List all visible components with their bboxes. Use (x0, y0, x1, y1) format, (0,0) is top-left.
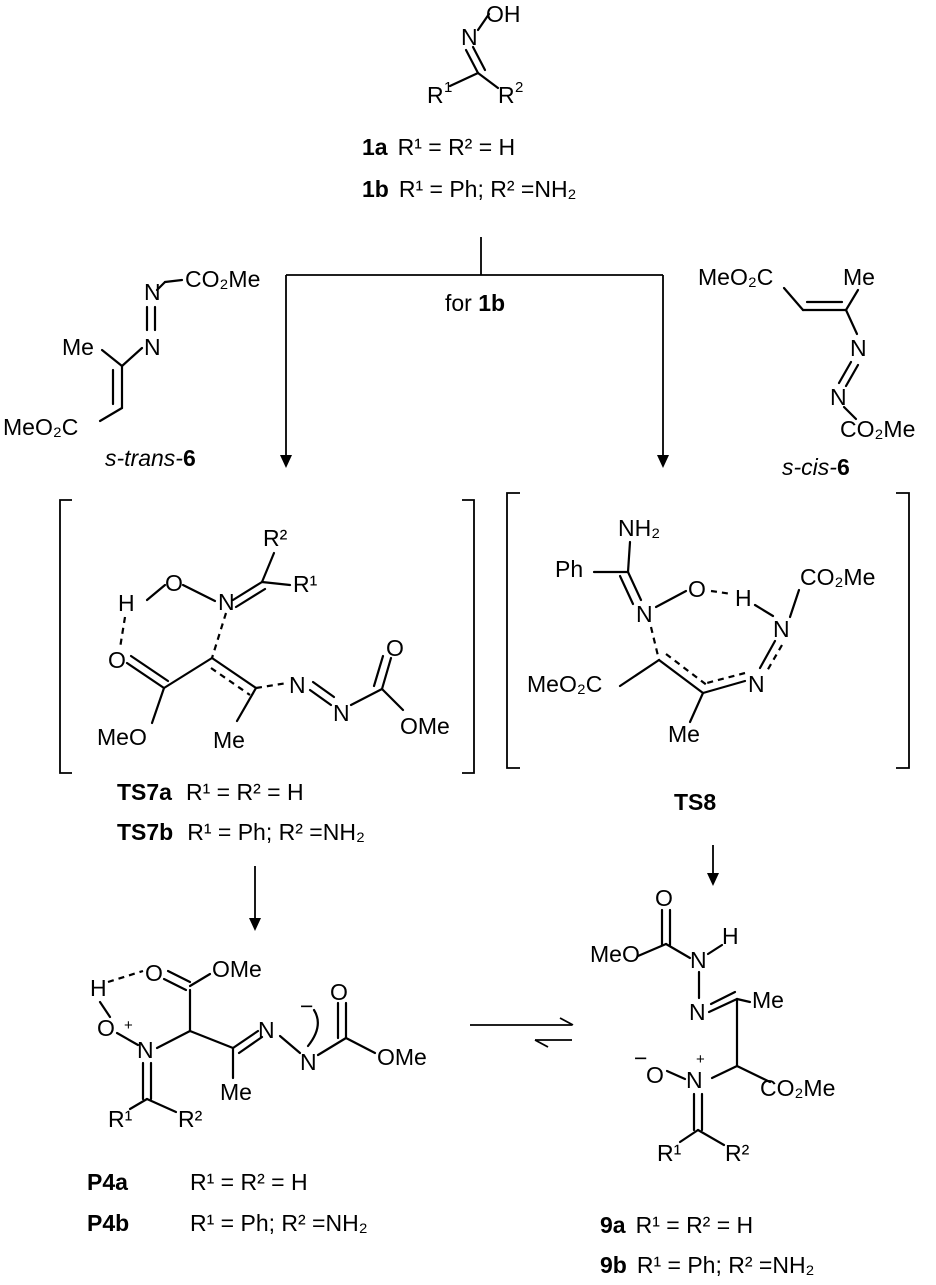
ts7-meo: MeO (97, 724, 147, 750)
arrow-ts8-to-9 (707, 845, 719, 886)
oxime-r2-sup: 2 (515, 79, 523, 96)
p4-n-azo1: N (258, 1017, 275, 1043)
ts8-co2me: CO₂Me (800, 564, 875, 590)
p9-o-top: O (655, 885, 673, 911)
ts8-nh2: NH₂ (618, 515, 660, 541)
ts7-h: H (118, 590, 135, 616)
label-ts8: TS8 (674, 789, 716, 815)
p9-n-h: N (690, 947, 707, 973)
ts7-n-azo1: N (289, 672, 306, 698)
trans6-n2: N (144, 334, 161, 360)
p4-ome-top: OMe (212, 956, 262, 982)
p9-n-plus: N (686, 1067, 703, 1093)
p4-o-carbonyl: O (145, 960, 163, 986)
cis6-n2: N (830, 384, 847, 410)
p4-n-azo2: N (300, 1049, 317, 1075)
trans6-me: Me (62, 334, 94, 360)
ts8-n-h: N (773, 616, 790, 642)
s-trans-6-structure: CO₂Me N N Me MeO₂C (3, 266, 260, 440)
ts7-me: Me (213, 727, 245, 753)
p4-o-top: O (330, 979, 348, 1005)
ts7-o-top: O (386, 635, 404, 661)
ts7-n-azo2: N (333, 700, 350, 726)
p9-r2: R² (725, 1140, 750, 1166)
p4-minus: − (300, 993, 313, 1019)
cis6-meo2c: MeO₂C (698, 264, 773, 290)
p4-plus: + (124, 1017, 133, 1034)
p9-structure: O MeO N H N Me CO₂Me N + O − R¹ R² (590, 885, 835, 1166)
p9-r1: R¹ (657, 1140, 682, 1166)
ts8-n-azo: N (748, 671, 765, 697)
ts8-meo2c: MeO₂C (527, 671, 602, 697)
cis6-me: Me (843, 264, 875, 290)
branch-label: for 1b (445, 290, 505, 316)
ts7-r1: R¹ (293, 571, 318, 597)
oxime-structure: N OH R 1 R 2 (427, 1, 523, 108)
p9-minus: − (634, 1045, 647, 1071)
ts7-o-carbonyl: O (108, 647, 126, 673)
p4-h: H (90, 975, 107, 1001)
bond (476, 12, 491, 32)
ts8-me: Me (668, 721, 700, 747)
p4-r2: R² (178, 1106, 203, 1132)
ts8-brackets (506, 492, 910, 769)
p4-n-plus: N (137, 1037, 154, 1063)
ts7-n: N (218, 589, 235, 615)
trans6-n1: N (144, 279, 161, 305)
oxime-oh: OH (486, 1, 521, 27)
p4-r1: R¹ (108, 1106, 133, 1132)
p9-plus: + (696, 1051, 705, 1068)
equilibrium-arrows (470, 1017, 574, 1048)
trans6-co2me: CO₂Me (185, 266, 260, 292)
p9-me: Me (752, 987, 784, 1013)
ts7-ome: OMe (400, 713, 450, 739)
oxime-r1-sup: 1 (444, 79, 452, 96)
cis6-co2me: CO₂Me (840, 416, 915, 442)
ts7-brackets (59, 499, 475, 774)
label-s-trans-6: s-trans-6 (105, 445, 196, 471)
label-s-cis-6: s-cis-6 (782, 454, 850, 480)
p9-h: H (722, 923, 739, 949)
ts8-h: H (735, 585, 752, 611)
p9-meo: MeO (590, 941, 640, 967)
p9-o-minus: O (646, 1062, 664, 1088)
p4-ome: OMe (377, 1044, 427, 1070)
ts8-ph: Ph (555, 556, 583, 582)
ts7-structure: R² R¹ N O H O MeO Me N N O OMe (97, 525, 450, 753)
ts8-n: N (636, 601, 653, 627)
ts7-r2: R² (263, 525, 288, 551)
s-cis-6-structure: MeO₂C Me N N CO₂Me (698, 264, 915, 442)
p4-me: Me (220, 1079, 252, 1105)
cis6-n1: N (850, 335, 867, 361)
trans6-meo2c: MeO₂C (3, 414, 78, 440)
p4-o: O (97, 1015, 115, 1041)
p4-curved-arrow (306, 1008, 319, 1048)
ts8-o: O (688, 576, 706, 602)
p4-structure: H O OMe O + N Me N N − O OMe R¹ R² (90, 956, 427, 1132)
ts7-o: O (165, 570, 183, 596)
p9-n: N (689, 999, 706, 1025)
ts8-structure: NH₂ Ph N O H N CO₂Me N MeO₂C Me (527, 515, 875, 747)
branch-arrows (280, 237, 669, 468)
p9-co2me: CO₂Me (760, 1075, 835, 1101)
arrow-ts7-to-p4 (249, 866, 261, 931)
oxime-r1: R (427, 82, 444, 108)
oxime-r2: R (498, 82, 515, 108)
oxime-n: N (461, 24, 478, 50)
